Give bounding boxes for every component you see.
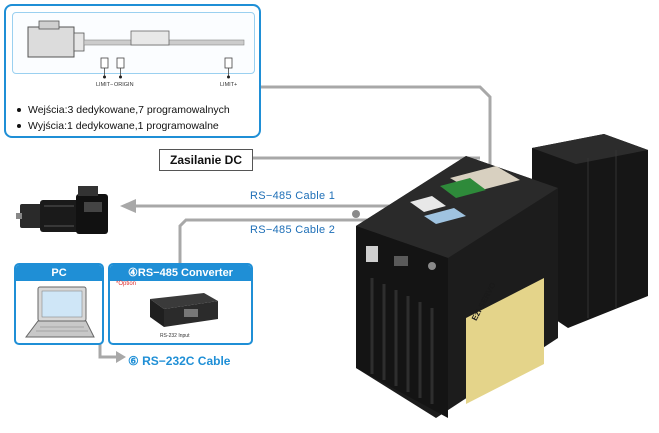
converter-panel-title: ④RS−485 Converter [110, 265, 251, 281]
inputs-spec: Wejścia:3 dedykowane,7 programowalnych [16, 102, 230, 118]
option-label: *Option [116, 281, 137, 287]
io-spec-list: Wejścia:3 dedykowane,7 programowalnych W… [16, 102, 230, 134]
rs232-cable-arrowhead [116, 351, 126, 363]
ezi-servo-drive-image [352, 134, 648, 418]
io-cable-line [261, 85, 492, 168]
origin-sensor-icon [116, 57, 125, 69]
io-info-panel: LIMIT− ORIGIN LIMIT+ Wejścia:3 dedykowan… [4, 4, 261, 138]
linear-axis-drawing [27, 20, 245, 58]
dc-power-label: Zasilanie DC [159, 149, 253, 171]
limit-sensors [100, 57, 233, 79]
rs485-cable1-label: RS−485 Cable 1 [250, 190, 336, 202]
rs485-cable1-arrowhead [120, 199, 136, 213]
converter-device-icon [150, 293, 218, 327]
rs485-cable2-line [178, 218, 404, 263]
origin-label: ORIGIN [114, 82, 134, 88]
laptop-icon [25, 286, 95, 338]
linear-axis-diagram [12, 12, 255, 74]
limit-plus-label: LIMIT+ [220, 82, 238, 88]
rs232c-cable-label: ⑥ RS−232C Cable [128, 354, 231, 368]
limit-minus-label: LIMIT− [96, 82, 114, 88]
axis-motor-icon [27, 26, 75, 58]
pc-panel-title: PC [16, 265, 102, 281]
rs485-converter-panel: ④RS−485 Converter [108, 263, 253, 345]
rs485-cable2-label: RS−485 Cable 2 [250, 224, 336, 236]
limit-minus-sensor-icon [100, 57, 109, 69]
remote-servo-motor-image [16, 186, 108, 234]
rs232-input-label: RS-232 Input [160, 333, 190, 339]
pc-panel: PC [14, 263, 104, 345]
axis-carriage [130, 30, 170, 46]
outputs-spec: Wyjścia:1 dedykowane,1 programowalne [16, 118, 230, 134]
limit-plus-sensor-icon [224, 57, 233, 69]
